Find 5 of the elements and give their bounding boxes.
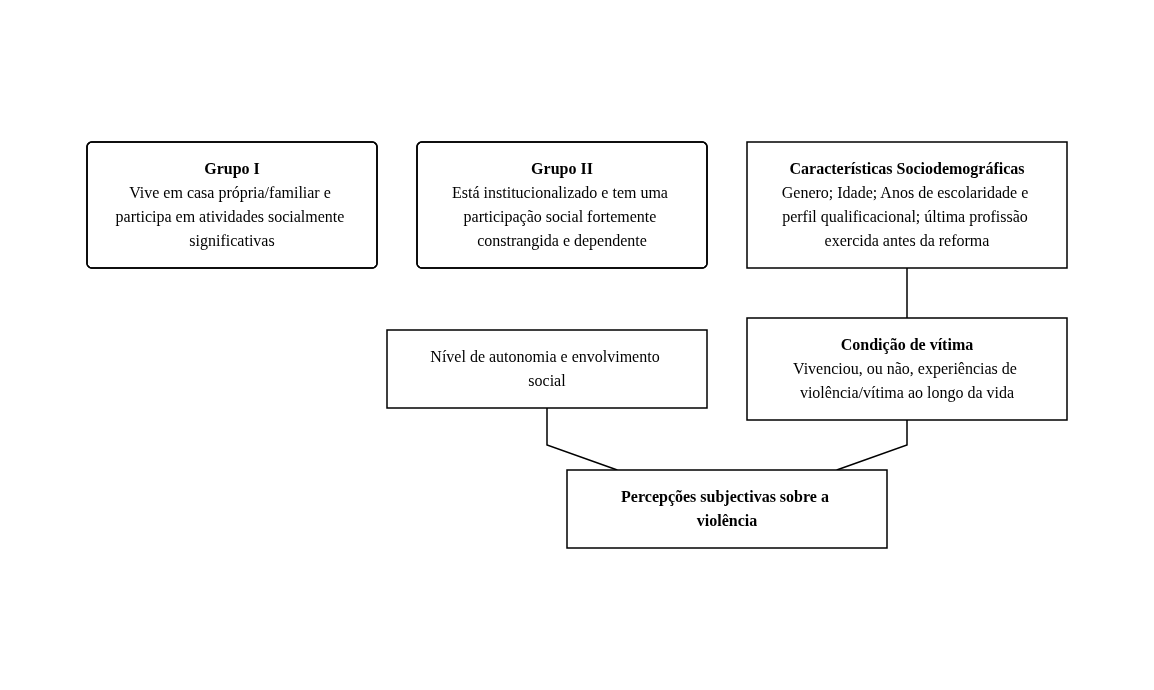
connector (906, 267, 908, 319)
node-box: Percepções subjectivas sobre a violência (566, 469, 888, 549)
node-box: Condição de vítima Vivenciou, ou não, experiências de violência/vítima ao longo da vida (746, 317, 1068, 421)
node-box: Nível de autonomia e envolvimento social (386, 329, 708, 409)
node-box: Características Sociodemográficas Genero; Idade; Anos de escolaridade e perfil qualificacional; última profissão exercida antes da reforma (746, 141, 1068, 269)
